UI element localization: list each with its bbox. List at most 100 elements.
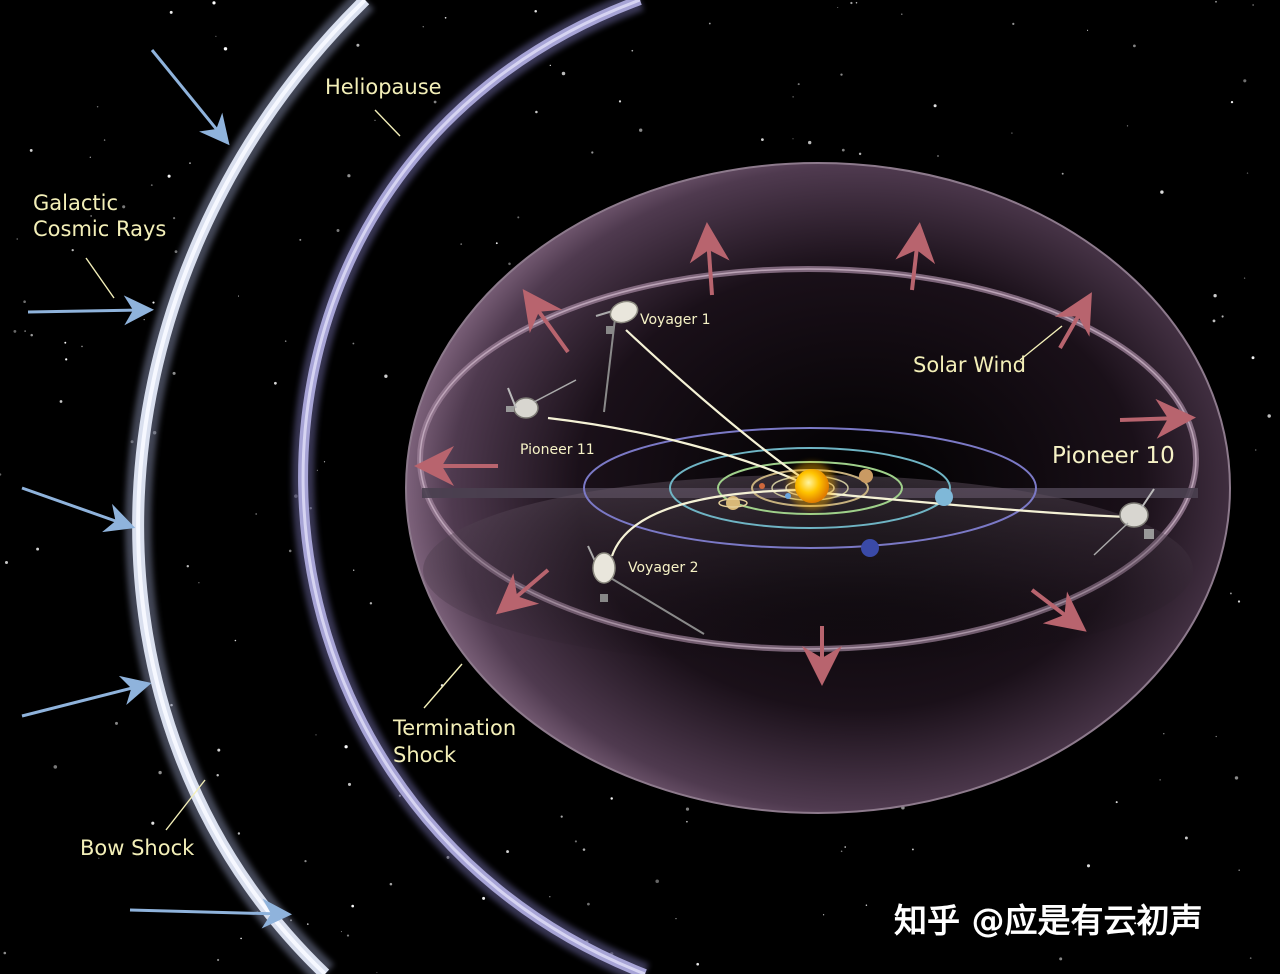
star [143,318,145,321]
star [858,152,862,156]
star [850,1,853,5]
voyager-1-spacecraft-icon [595,300,639,413]
label-termination: Termination [392,716,516,740]
star [384,374,388,378]
star [1074,928,1077,931]
star [610,797,613,800]
star [460,243,463,245]
star [353,569,355,571]
star [1134,922,1137,925]
spacecraft-trajectories [547,329,1129,557]
star [911,848,914,851]
star [792,138,794,140]
star [433,100,437,104]
star [422,26,424,28]
label-voyager-2: Voyager 2 [628,560,699,576]
star [938,906,940,909]
star [1215,735,1217,738]
star [376,972,378,974]
star [841,148,845,152]
star [840,73,843,76]
mars-icon [759,483,765,489]
star [844,846,846,848]
star [173,217,176,220]
label-solar-wind: Solar Wind [913,353,1026,377]
saturn-icon [718,496,748,510]
star [655,879,659,884]
star [186,565,189,568]
star [1215,0,1217,3]
uranus-icon [935,488,953,506]
star [151,821,155,825]
label-voyager-1: Voyager 1 [640,312,711,328]
star [591,151,594,154]
star [389,882,393,886]
star [150,184,153,187]
star [274,381,277,385]
star [59,400,63,403]
star [696,962,700,966]
star [587,902,590,906]
star [574,840,577,843]
star [822,914,825,916]
label-heliopause: Heliopause [325,75,442,99]
pioneer-10-spacecraft-icon [1093,488,1155,556]
star [1059,957,1063,961]
star [792,96,794,98]
label-pioneer-10: Pioneer 10 [1052,443,1175,469]
star [549,895,551,898]
star [169,10,173,14]
voyager-2-spacecraft-icon [587,545,705,635]
star [346,934,350,937]
star [255,513,258,515]
star [152,301,155,304]
star [356,43,360,47]
star [933,104,937,108]
star [30,333,33,337]
star [212,1,216,5]
star [315,734,317,736]
star [288,549,292,553]
star [351,904,355,908]
star [340,931,342,933]
sun-icon [788,462,836,510]
star [96,105,99,108]
star [234,639,237,642]
watermark: 知乎 @应是有云初声 [894,901,1203,940]
star [1184,836,1188,840]
planets [718,469,953,557]
star [103,139,106,141]
star [237,832,241,835]
star [506,850,510,854]
star [81,345,83,348]
star [344,745,348,749]
bow-shock-arc [125,0,375,974]
star [215,35,217,38]
star [1238,869,1240,871]
label-shock: Shock [393,743,457,767]
star [237,295,240,297]
label-galactic: Galactic [33,191,118,215]
star [535,110,538,114]
star [352,342,355,345]
star [508,262,511,266]
star [347,174,351,178]
solar-wind-arrows [414,222,1196,686]
star [189,162,191,164]
star [29,148,33,152]
star [323,461,326,463]
star [1237,600,1241,603]
star [1229,592,1232,595]
star [336,229,340,232]
pioneer-11-spacecraft-icon [506,379,577,419]
star [53,765,58,769]
star [71,248,74,252]
star [240,937,242,940]
star [1163,733,1165,735]
star [1243,277,1246,279]
star [1230,100,1234,104]
star [158,770,162,775]
star [24,330,26,332]
star [837,6,839,9]
star [0,473,2,476]
